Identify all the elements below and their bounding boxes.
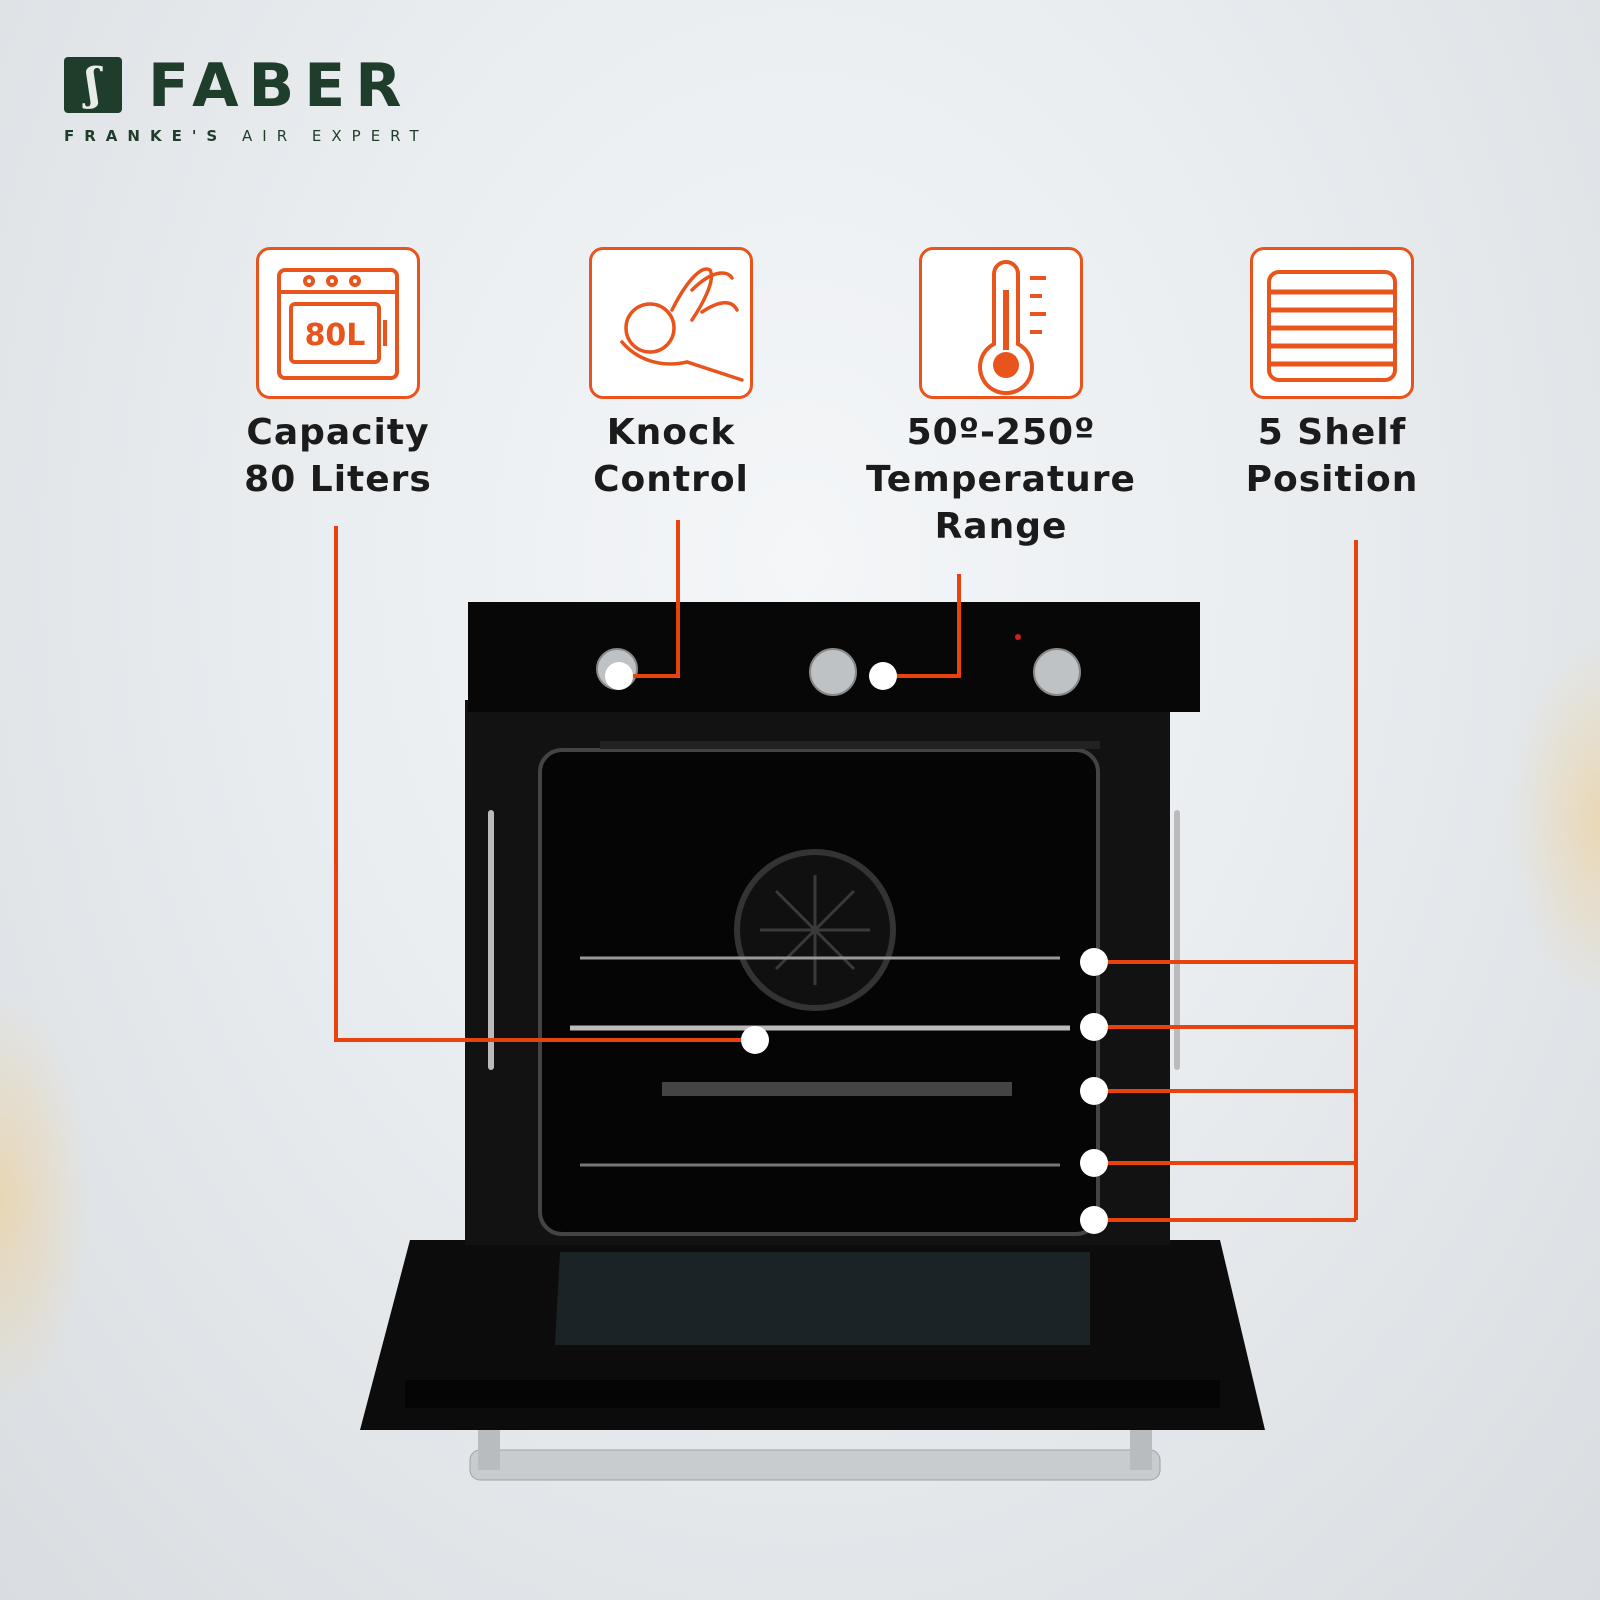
oven-door-handle [469, 1449, 1161, 1481]
feature-label: 50º-250º [906, 412, 1096, 453]
feature-label: 5 Shelf [1257, 412, 1407, 453]
oven-tray [662, 1082, 1012, 1096]
timer-knob [809, 648, 857, 696]
svg-text:80L: 80L [305, 318, 366, 353]
feature-label: Knock [606, 412, 736, 453]
oven-capacity-icon: 80L [256, 247, 420, 399]
feature-label: Temperature [866, 459, 1136, 500]
temperature-knob [1033, 648, 1081, 696]
feature-label: Position [1245, 459, 1419, 500]
thermometer-icon [919, 247, 1083, 399]
callout-lines [334, 520, 1358, 1222]
hand-knob-icon [589, 247, 753, 399]
shelves-icon [1250, 247, 1414, 399]
feature-label: Capacity [246, 412, 430, 453]
faber-logo-mark-icon: ʃ [64, 57, 122, 113]
feature-label: 80 Liters [244, 459, 432, 500]
brand-name: FABER [148, 51, 412, 121]
callout-dots [605, 662, 1108, 1234]
indicator-light [1015, 634, 1021, 640]
feature-label: Range [934, 506, 1068, 547]
feature-capacity: 80L Capacity 80 Liters [188, 247, 488, 503]
brand-tagline: FRANKE'S AIR EXPERT [64, 127, 429, 145]
feature-label: Control [593, 459, 749, 500]
